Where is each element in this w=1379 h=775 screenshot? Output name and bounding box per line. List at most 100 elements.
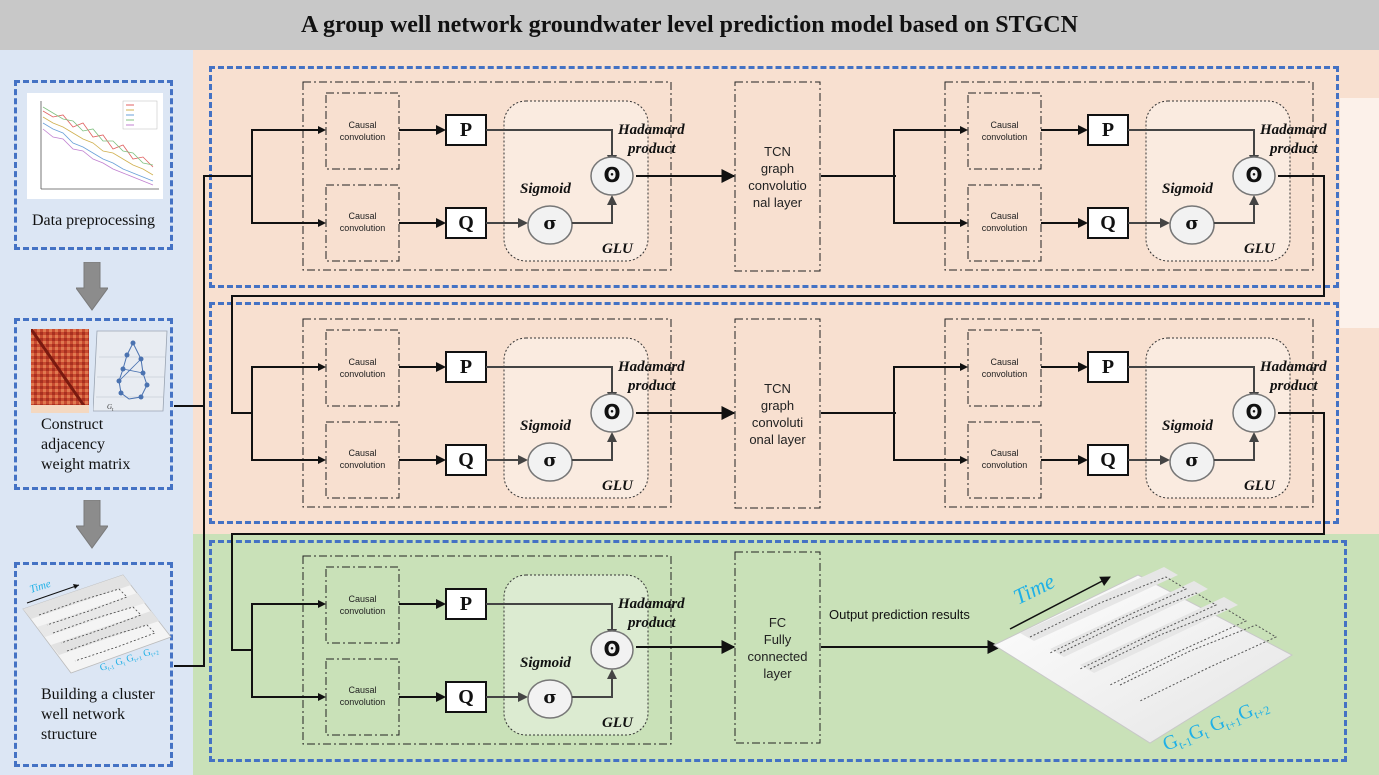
hadamard-label-r3-left: Hadamard product <box>618 595 685 633</box>
causal-line2: convolution <box>339 460 386 470</box>
fc-line2: Fully <box>763 632 792 647</box>
sigma-symbol-r2-right: σ <box>1185 450 1199 471</box>
output-row <box>209 540 1347 762</box>
adj-graph-label: G <box>107 403 112 411</box>
hadamard-line1: Hadamard <box>618 596 685 612</box>
fc-line4: layer <box>763 666 792 681</box>
hadamard-label-r2-right: Hadamard product <box>1260 358 1327 396</box>
p-label-r1-left: P <box>459 118 473 141</box>
hadamard-line2: product <box>628 615 676 631</box>
hadamard-line1: Hadamard <box>1260 359 1327 375</box>
sigmoid-label-r2-right: Sigmoid <box>1162 418 1213 434</box>
tcn1-line2: graph <box>760 161 795 176</box>
glu-block-r3-left <box>250 555 672 745</box>
tcn2-line4: onal layer <box>749 432 806 447</box>
adjacency-box: G t Construct adjacency weight matrix <box>14 318 173 490</box>
causal-line2: convolution <box>981 223 1028 233</box>
line-chart-thumbnail <box>27 93 163 199</box>
title-bar: A group well network groundwater level p… <box>0 0 1379 50</box>
causal-line2: convolution <box>339 223 386 233</box>
sigmoid-label-r1-right: Sigmoid <box>1162 181 1213 197</box>
glu-block-r2-left <box>250 318 672 508</box>
causal-line2: convolution <box>339 369 386 379</box>
output-time-label: Time <box>1009 568 1059 609</box>
output-graph-visual: Time Gt-1Gt Gt+1Gt+2 <box>992 567 1294 755</box>
fc-layer-box <box>734 551 821 744</box>
hadamard-label-r2-left: Hadamard product <box>618 358 685 396</box>
causal-line1: Causal <box>990 448 1019 458</box>
fc-layer-label: FC Fully connected layer <box>736 614 819 682</box>
glu-label-r1-left: GLU <box>602 241 633 257</box>
hadamard-label-r1-left: Hadamard product <box>618 121 685 159</box>
odot-symbol-r1-right: ʘ <box>1245 163 1263 187</box>
causal-conv-bottom-r2-left: Causal convolution <box>326 447 399 471</box>
cluster-network-thumbnail: Time Gt-1 Gt Gt+1 Gt+2 <box>22 574 172 675</box>
tcn1-line1: TCN <box>764 144 791 159</box>
sigma-symbol-r2-left: σ <box>543 450 557 471</box>
causal-line2: convolution <box>339 606 386 616</box>
page-title: A group well network groundwater level p… <box>301 11 1078 38</box>
sigmoid-label-r2-left: Sigmoid <box>520 418 571 434</box>
tcn1-line4: nal layer <box>752 195 803 210</box>
glu-label-r1-right: GLU <box>1244 241 1275 257</box>
hadamard-line2: product <box>628 378 676 394</box>
cluster-label-line3: structure <box>41 726 97 743</box>
hadamard-line1: Hadamard <box>618 359 685 375</box>
q-label-r2-left: Q <box>458 448 474 471</box>
hadamard-line1: Hadamard <box>1260 122 1327 138</box>
sigma-symbol-r1-right: σ <box>1185 213 1199 234</box>
causal-line2: convolution <box>981 460 1028 470</box>
causal-conv-bottom-r2-right: Causal convolution <box>968 447 1041 471</box>
p-label-r1-right: P <box>1101 118 1115 141</box>
graph-thumbnail: G t <box>93 330 168 413</box>
fc-line3: connected <box>747 649 808 664</box>
sigma-symbol-r1-left: σ <box>543 213 557 234</box>
adjacency-label-line3: weight matrix <box>41 456 131 473</box>
adjacency-label-line2: adjacency <box>41 436 105 453</box>
causal-line1: Causal <box>990 120 1019 130</box>
p-label-r2-right: P <box>1101 355 1115 378</box>
hadamard-line1: Hadamard <box>618 122 685 138</box>
tcn1-line3: convolutio <box>748 178 807 193</box>
q-label-r3-left: Q <box>458 685 474 708</box>
tcn-layer-label-1: TCN graph convolutio nal layer <box>736 143 819 211</box>
causal-line2: convolution <box>339 132 386 142</box>
hadamard-line2: product <box>628 141 676 157</box>
glu-block-r1-right <box>892 81 1314 271</box>
adj-graph-sub: t <box>112 408 114 413</box>
hadamard-line2: product <box>1270 378 1318 394</box>
down-arrow-1 <box>76 262 108 311</box>
odot-symbol-r2-left: ʘ <box>603 400 621 424</box>
glu-block-r2-right <box>892 318 1314 508</box>
p-label-r3-left: P <box>459 592 473 615</box>
glu-label-r2-right: GLU <box>1244 478 1275 494</box>
sigmoid-label-r3-left: Sigmoid <box>520 655 571 671</box>
hadamard-line2: product <box>1270 141 1318 157</box>
causal-line1: Causal <box>348 357 377 367</box>
q-label-r1-left: Q <box>458 211 474 234</box>
odot-symbol-r3-left: ʘ <box>603 637 621 661</box>
glu-label-r2-left: GLU <box>602 478 633 494</box>
adjacency-label: Construct adjacency weight matrix <box>41 415 171 475</box>
cluster-box: Time Gt-1 Gt Gt+1 Gt+2 Building a cluste… <box>14 562 173 767</box>
tcn2-line3: convoluti <box>751 415 804 430</box>
glu-label-r3-left: GLU <box>602 715 633 731</box>
cluster-label-line2: well network <box>41 706 125 723</box>
down-arrow-2 <box>76 500 108 549</box>
sigma-symbol-r3-left: σ <box>543 687 557 708</box>
odot-symbol-r2-right: ʘ <box>1245 400 1263 424</box>
odot-symbol-r1-left: ʘ <box>603 163 621 187</box>
output-label: Output prediction results <box>829 607 970 622</box>
hadamard-label-r1-right: Hadamard product <box>1260 121 1327 159</box>
q-label-r2-right: Q <box>1100 448 1116 471</box>
fc-line1: FC <box>768 615 787 630</box>
causal-conv-top-r2-left: Causal convolution <box>326 356 399 380</box>
causal-line1: Causal <box>348 448 377 458</box>
panel-edge-highlight <box>1340 98 1379 328</box>
stgcn-block-row-2 <box>209 302 1339 524</box>
